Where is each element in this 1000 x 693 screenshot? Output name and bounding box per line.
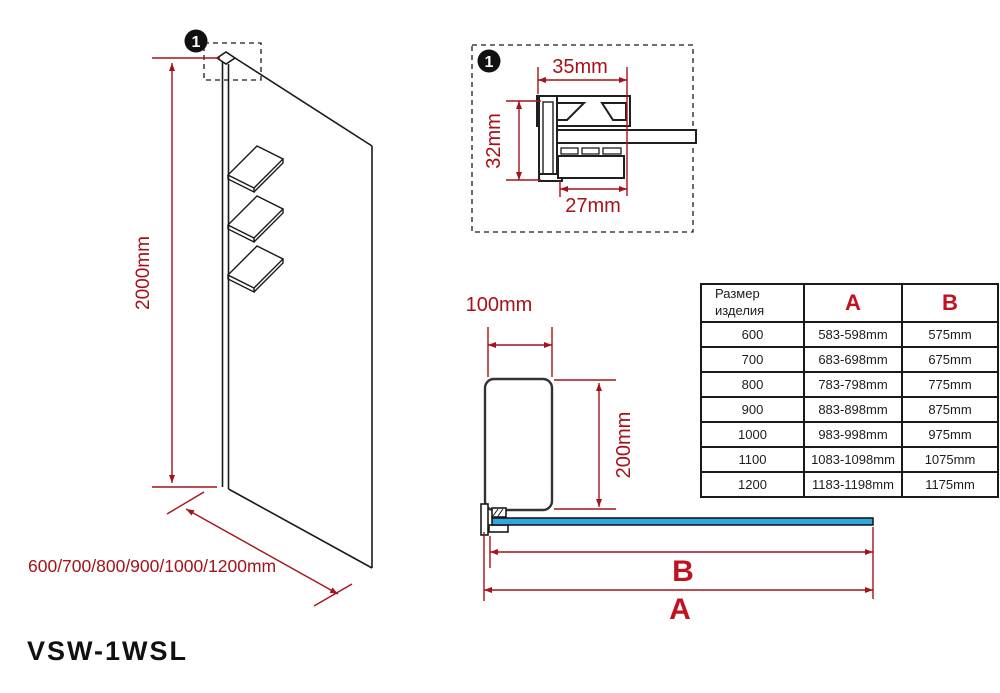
table-cell-b: 1075mm: [901, 446, 999, 473]
table-row: 1100 1083-1098mm 1075mm: [700, 446, 999, 473]
table-cell-a: 883-898mm: [803, 396, 903, 423]
profile-cavity-right: [600, 102, 627, 121]
table-cell-a: 783-798mm: [803, 371, 903, 398]
detail-callout-box: [203, 42, 262, 81]
table-cell-a: 1083-1098mm: [803, 446, 903, 473]
glass-panel-plan: [491, 517, 874, 526]
table-cell-b: 675mm: [901, 346, 999, 373]
table-cell-b: 1175mm: [901, 471, 999, 498]
width-ext-tick-left: [166, 491, 205, 515]
table-header-size: Размер изделия: [700, 283, 805, 323]
table-cell-a: 1183-1198mm: [803, 471, 903, 498]
table-row: 900 883-898mm 875mm: [700, 396, 999, 423]
table-row: 700 683-698mm 675mm: [700, 346, 999, 373]
balloon-number: 1: [192, 34, 201, 51]
wall-profile-section: [536, 95, 697, 182]
table-header-row: Размер изделия A B: [700, 283, 999, 323]
table-cell-size: 700: [700, 346, 805, 373]
profile-left-bar-inner: [542, 101, 554, 176]
detail-border-box: [471, 44, 694, 233]
table-cell-b: 575mm: [901, 321, 999, 348]
shelf-3: [226, 245, 285, 294]
table-cell-b: 875mm: [901, 396, 999, 423]
plan-dimensions: [483, 327, 874, 601]
table-row: 800 783-798mm 775mm: [700, 371, 999, 398]
bracket-lower-clamp: [488, 524, 509, 533]
model-name: VSW-1WSL: [27, 636, 188, 666]
size-table: Размер изделия A B 600 583-598mm 575mm 7…: [700, 283, 999, 498]
panel-top-edge: [234, 57, 373, 147]
balloon-circle: [184, 29, 208, 53]
dim-35-label: 35mm: [552, 56, 608, 78]
dim-b-label: B: [672, 555, 694, 588]
table-cell-size: 1100: [700, 446, 805, 473]
balloon-number: 1: [485, 54, 494, 71]
table-cell-size: 900: [700, 396, 805, 423]
width-ext-tick-right: [313, 583, 353, 607]
table-row: 600 583-598mm 575mm: [700, 321, 999, 348]
table-cell-b: 775mm: [901, 371, 999, 398]
return-panel: [483, 377, 554, 512]
table-header-b: B: [901, 283, 999, 323]
table-header-a: A: [803, 283, 903, 323]
dim-100-label: 100mm: [466, 294, 533, 316]
balloon-circle: [477, 49, 501, 73]
table-cell-size: 800: [700, 371, 805, 398]
dim-a-label: A: [669, 593, 691, 626]
table-row: 1200 1183-1198mm 1175mm: [700, 471, 999, 498]
gasket-tab-2: [581, 147, 600, 155]
table-cell-size: 1000: [700, 421, 805, 448]
front-view-dimensions: [152, 57, 353, 607]
table-row: 1000 983-998mm 975mm: [700, 421, 999, 448]
gasket-tab-1: [560, 147, 579, 155]
balloon-1-front: 1: [184, 29, 208, 53]
table-cell-a: 683-698mm: [803, 346, 903, 373]
bracket-hatch-lines: [492, 508, 504, 517]
table-cell-a: 983-998mm: [803, 421, 903, 448]
width-dimension-line: [185, 508, 339, 595]
dim-32-label: 32mm: [483, 113, 505, 169]
table-cell-size: 1200: [700, 471, 805, 498]
plan-view: 100mm 200mm B A: [466, 294, 874, 626]
bracket-wall-bar: [480, 503, 489, 536]
shelf-2: [226, 195, 285, 244]
gasket-tab-3: [602, 147, 622, 155]
width-options-label: 600/700/800/900/1000/1200mm: [28, 556, 276, 576]
profile-bottom-clamp: [557, 155, 625, 179]
detail-view: 1: [471, 44, 697, 233]
dim-200-label: 200mm: [613, 412, 635, 479]
table-cell-b: 975mm: [901, 421, 999, 448]
balloon-1-detail: 1: [477, 49, 501, 73]
table-cell-a: 583-598mm: [803, 321, 903, 348]
bracket-hatch-block: [491, 507, 507, 518]
front-view: [203, 42, 373, 569]
dim-27-label: 27mm: [565, 195, 621, 217]
height-dimension-label: 2000mm: [133, 236, 154, 310]
detail-dimensions: [506, 67, 628, 197]
table-cell-size: 600: [700, 321, 805, 348]
shelf-1: [226, 145, 285, 194]
